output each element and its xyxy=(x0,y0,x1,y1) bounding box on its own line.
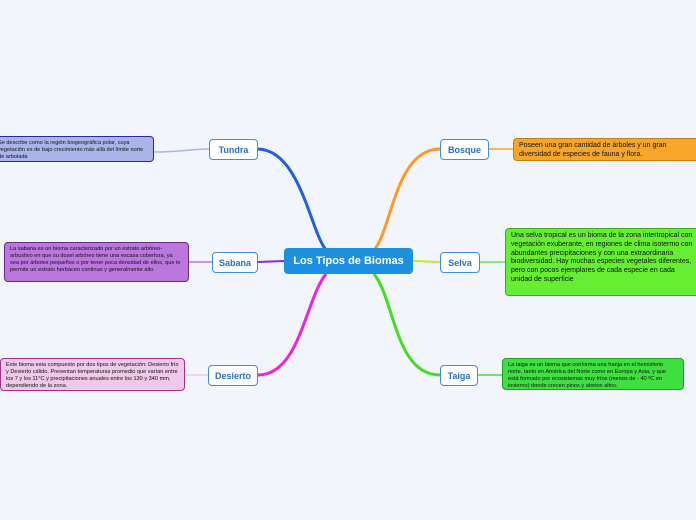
note-sabana[interactable]: La sabana es un bioma caracterizado por … xyxy=(4,242,189,282)
link-sabana xyxy=(257,260,285,263)
topic-desierto[interactable]: Desierto xyxy=(208,365,258,386)
central-topic[interactable]: Los Tipos de Biomas xyxy=(284,248,413,274)
link-taiga xyxy=(372,273,441,377)
link-tundra-note xyxy=(153,148,210,153)
topic-sabana[interactable]: Sabana xyxy=(212,252,258,273)
link-tundra xyxy=(257,147,328,251)
topic-bosque[interactable]: Bosque xyxy=(440,139,489,160)
topic-taiga[interactable]: Taiga xyxy=(440,365,478,386)
topic-selva[interactable]: Selva xyxy=(440,252,480,273)
link-selva xyxy=(412,260,441,263)
note-taiga[interactable]: La taiga es un bioma que conforma una fr… xyxy=(502,358,684,390)
note-desierto[interactable]: Este bioma esta compuesto por dos tipos … xyxy=(0,358,185,391)
link-bosque xyxy=(372,147,441,252)
note-tundra[interactable]: Se describe como la región biogeográfica… xyxy=(0,136,154,162)
note-bosque[interactable]: Poseen una gran cantidad de árboles y un… xyxy=(513,138,696,161)
topic-tundra[interactable]: Tundra xyxy=(209,139,258,160)
link-desierto xyxy=(257,273,328,377)
note-selva[interactable]: Una selva tropical es un bioma de la zon… xyxy=(505,228,696,296)
